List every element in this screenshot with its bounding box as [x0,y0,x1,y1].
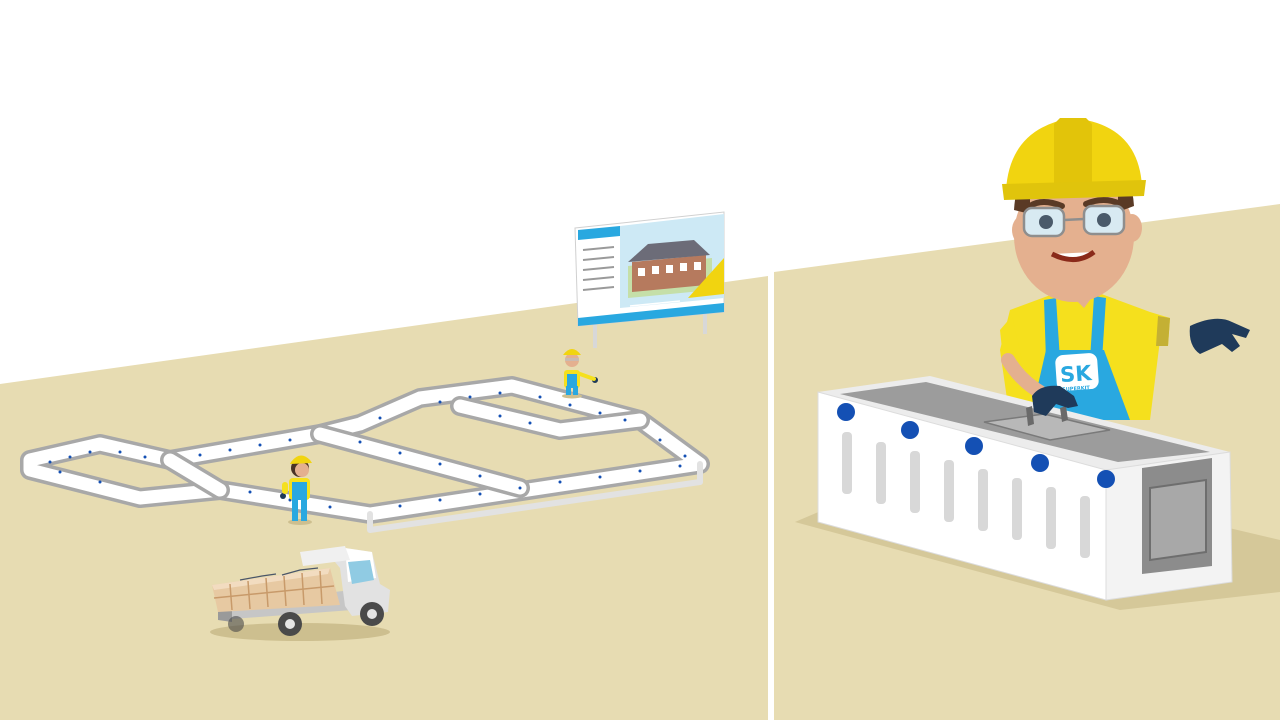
billboard [574,211,725,348]
glove-right [1189,318,1250,354]
worker-small-front [280,455,312,525]
worker-small-back [562,349,598,399]
house-icon [628,240,712,298]
trowel-icon [983,406,1111,441]
glove-left [1032,385,1078,416]
right-panel: SK SUPERKIT [774,118,1280,720]
helmet [1002,118,1146,200]
formwork-block-icon [795,376,1280,610]
panel-divider [768,276,774,720]
worker-large: SK SUPERKIT [1000,118,1250,420]
left-panel [0,211,768,720]
apron-logo-subtext: SUPERKIT [1062,385,1091,393]
foundation-formwork [20,376,710,533]
apron-logo-initials: SK [1059,361,1093,387]
truck-icon [210,546,390,641]
